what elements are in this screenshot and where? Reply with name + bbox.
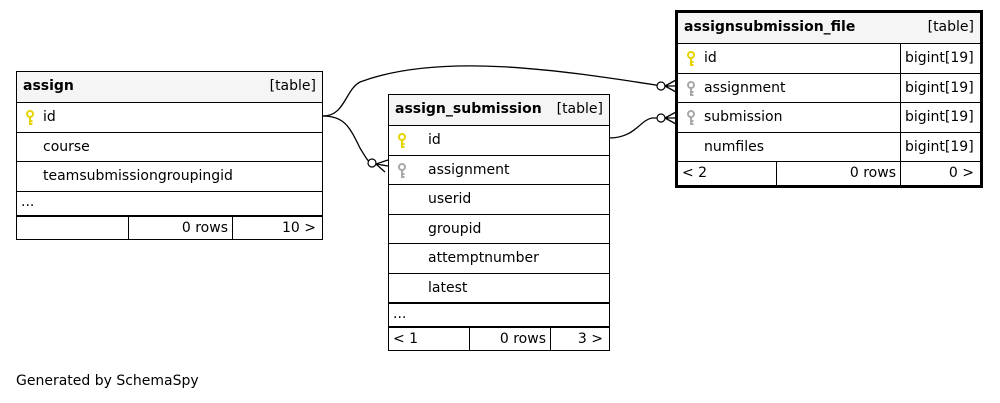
generated-by-label: Generated by SchemaSpy bbox=[16, 373, 199, 389]
column-row[interactable]: teamsubmissiongroupingid bbox=[17, 161, 322, 191]
column-row[interactable]: assignment bbox=[389, 154, 609, 185]
column-name: groupid bbox=[428, 220, 482, 237]
column-name: id bbox=[704, 50, 717, 66]
table-name: assign bbox=[23, 78, 74, 94]
table-header[interactable]: assign_submission [table] bbox=[389, 95, 609, 125]
column-name: numfiles bbox=[704, 138, 764, 155]
column-row[interactable]: attemptnumber bbox=[389, 243, 609, 273]
column-row[interactable]: latest bbox=[389, 272, 609, 303]
children-count: 10 > bbox=[282, 219, 316, 236]
column-name: latest bbox=[428, 279, 468, 296]
column-row[interactable]: id bigint[19] bbox=[678, 43, 980, 73]
table-header[interactable]: assign [table] bbox=[17, 72, 322, 102]
relationship-crowfoot-marker bbox=[664, 79, 677, 93]
primary-key-icon bbox=[398, 133, 406, 148]
relationship-line bbox=[322, 65, 663, 117]
table-name: assignsubmission_file bbox=[684, 19, 856, 35]
column-name: assignment bbox=[704, 79, 786, 96]
primary-key-icon bbox=[26, 110, 34, 125]
foreign-key-icon bbox=[687, 110, 695, 125]
column-name: submission bbox=[704, 109, 783, 125]
table-name: assign_submission bbox=[395, 101, 542, 117]
children-count: 0 > bbox=[948, 165, 974, 181]
table-footer: < 2 0 rows 0 > bbox=[678, 161, 980, 185]
relationship-crowfoot-marker bbox=[375, 159, 389, 173]
table-kind: [table] bbox=[927, 19, 974, 35]
column-name: attemptnumber bbox=[428, 250, 539, 266]
row-count: 0 rows bbox=[129, 216, 233, 239]
table-kind: [table] bbox=[556, 101, 603, 117]
more-columns-ellipsis: ... bbox=[389, 302, 609, 326]
more-columns-ellipsis: ... bbox=[17, 190, 322, 215]
foreign-key-icon bbox=[687, 80, 695, 96]
table-assignsubmission-file[interactable]: assignsubmission_file [table] id bigint[… bbox=[675, 10, 983, 188]
primary-key-icon bbox=[687, 51, 695, 66]
column-name: id bbox=[428, 132, 441, 148]
column-name: course bbox=[43, 138, 90, 155]
column-row[interactable]: submission bigint[19] bbox=[678, 102, 980, 132]
column-row[interactable]: userid bbox=[389, 184, 609, 214]
relationship-line bbox=[322, 115, 373, 164]
relationship-optional-marker bbox=[656, 113, 666, 123]
column-row[interactable]: id bbox=[17, 102, 322, 132]
table-footer: < 1 0 rows 3 > bbox=[389, 326, 609, 350]
relationship-optional-marker bbox=[656, 81, 666, 91]
table-header[interactable]: assignsubmission_file [table] bbox=[678, 13, 980, 43]
parents-count bbox=[17, 216, 129, 239]
table-assign[interactable]: assign [table] id course teamsubmissiong… bbox=[16, 71, 323, 240]
column-type: bigint[19] bbox=[900, 73, 980, 102]
table-assign-submission[interactable]: assign_submission [table] id assignment … bbox=[388, 94, 610, 351]
parents-count: < 1 bbox=[389, 328, 470, 350]
relationship-optional-marker bbox=[367, 158, 377, 168]
column-row[interactable]: numfiles bigint[19] bbox=[678, 131, 980, 161]
parents-count: < 2 bbox=[678, 162, 777, 185]
column-row[interactable]: groupid bbox=[389, 213, 609, 244]
column-type: bigint[19] bbox=[900, 132, 980, 161]
column-type: bigint[19] bbox=[900, 103, 980, 132]
column-row[interactable]: id bbox=[389, 125, 609, 155]
column-name: id bbox=[43, 109, 56, 125]
column-row[interactable]: assignment bigint[19] bbox=[678, 72, 980, 102]
column-name: assignment bbox=[428, 161, 510, 178]
table-footer: 0 rows 10 > bbox=[17, 214, 322, 239]
table-kind: [table] bbox=[269, 78, 316, 94]
column-type: bigint[19] bbox=[900, 44, 980, 73]
column-row[interactable]: course bbox=[17, 131, 322, 162]
children-count: 3 > bbox=[577, 331, 603, 347]
relationship-line bbox=[608, 117, 662, 139]
relationship-crowfoot-marker bbox=[664, 111, 677, 125]
foreign-key-icon bbox=[398, 162, 406, 178]
row-count: 0 rows bbox=[470, 328, 551, 350]
column-name: userid bbox=[428, 191, 472, 207]
row-count: 0 rows bbox=[777, 162, 901, 185]
column-name: teamsubmissiongroupingid bbox=[43, 168, 233, 184]
